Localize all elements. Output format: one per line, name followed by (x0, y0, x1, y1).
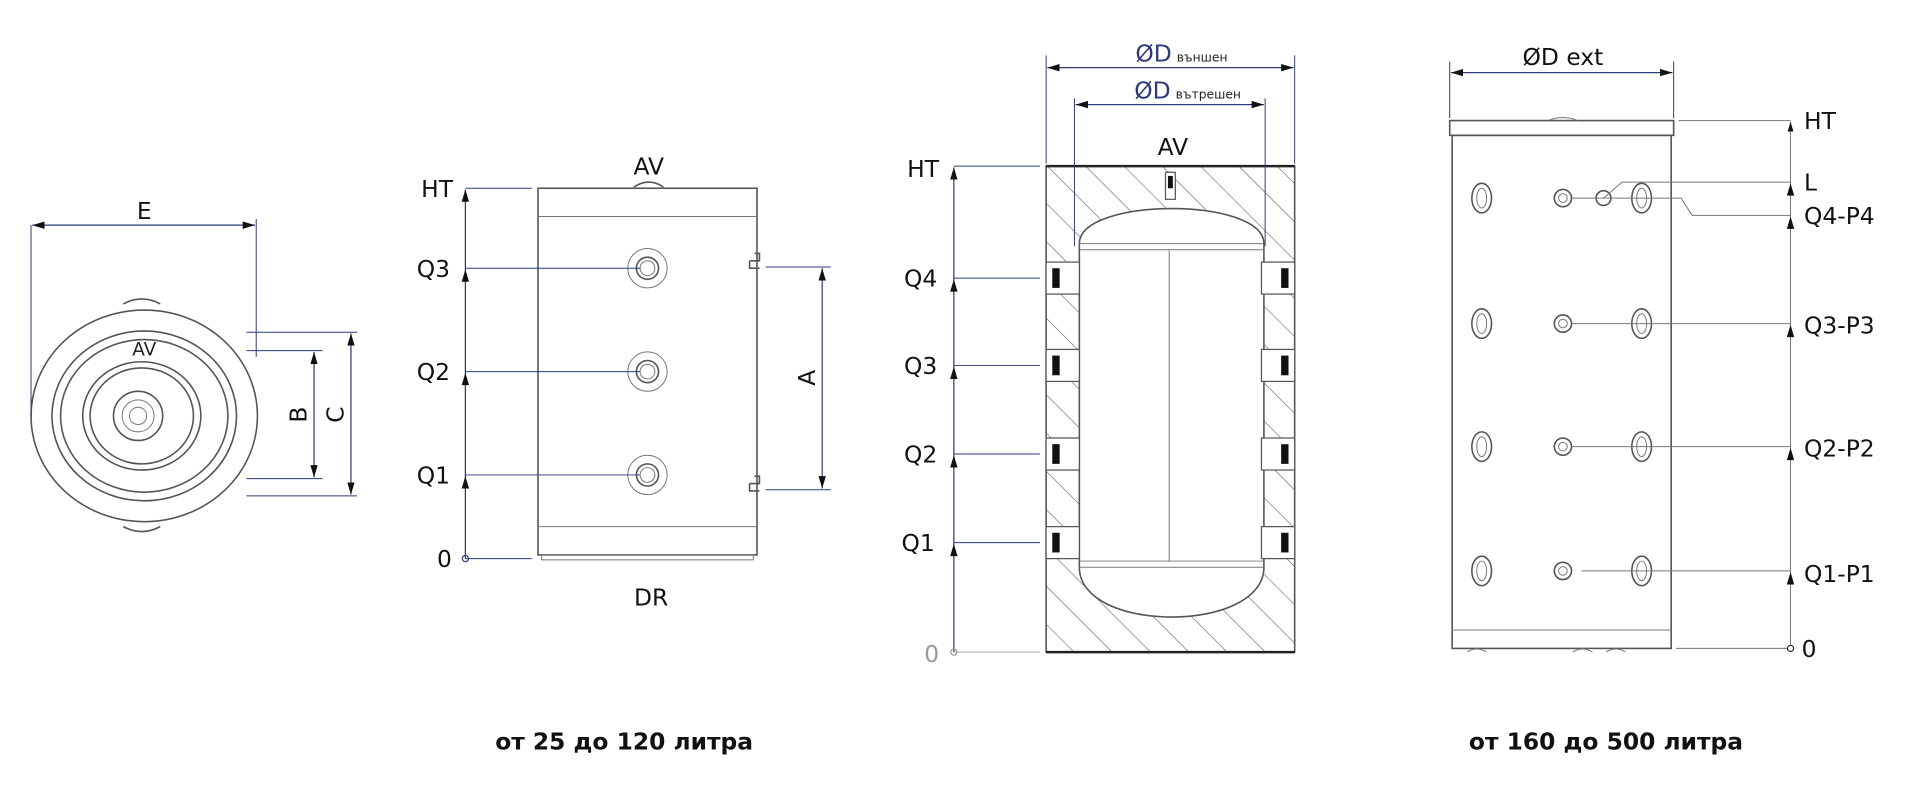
bracket-top (748, 252, 761, 270)
dim-e-label: E (137, 197, 152, 225)
small-tank-view: HT Q3 Q2 Q1 0 AV DR A (417, 153, 831, 611)
ports (1471, 182, 1653, 587)
q3-label: Q3 (904, 352, 937, 380)
ht-label: HT (907, 155, 940, 183)
d-ext-label: ØD ext (1523, 43, 1604, 71)
dim-c-label: C (322, 406, 350, 422)
l-label: L (1804, 169, 1817, 197)
q2p2-label: Q2-P2 (1804, 434, 1875, 462)
q3-label: Q3 (417, 255, 450, 283)
q1-label: Q1 (417, 462, 450, 490)
caption-large-range: от 160 до 500 литра (1469, 727, 1743, 755)
q1p1-label: Q1-P1 (1804, 560, 1875, 588)
dim-b-label: B (285, 407, 313, 423)
q4p4-label: Q4-P4 (1804, 202, 1875, 230)
ht-label: HT (1804, 107, 1837, 135)
av-nub (633, 181, 664, 188)
ht-label: HT (421, 175, 454, 203)
av-label: AV (132, 340, 156, 361)
top-view: AV E B C (30, 197, 358, 533)
inner-vessel (1078, 207, 1265, 618)
tank-body (1451, 134, 1672, 650)
q1-label: Q1 (902, 529, 935, 557)
zero-label: 0 (924, 640, 939, 668)
q2-label: Q2 (904, 441, 937, 469)
top-nub (122, 298, 161, 305)
large-tank-view: ØD ext HT L Q4-P4 Q3-P3 Q2-P2 Q1-P1 0 (1448, 43, 1875, 663)
zero-label: 0 (1802, 635, 1817, 663)
bottom-nub (122, 525, 161, 533)
zero-label: 0 (437, 545, 452, 573)
bracket-bottom (748, 475, 761, 492)
caption-small-range: от 25 до 120 литра (495, 727, 753, 755)
av-label: AV (1158, 133, 1188, 161)
q3p3-label: Q3-P3 (1804, 311, 1875, 339)
dim-a-label: A (793, 370, 821, 386)
q4-label: Q4 (904, 265, 937, 293)
dr-label: DR (634, 583, 668, 611)
q2-label: Q2 (417, 358, 450, 386)
nozzles (1045, 261, 1296, 560)
av-label: AV (633, 153, 663, 181)
top-cap (1448, 119, 1675, 137)
